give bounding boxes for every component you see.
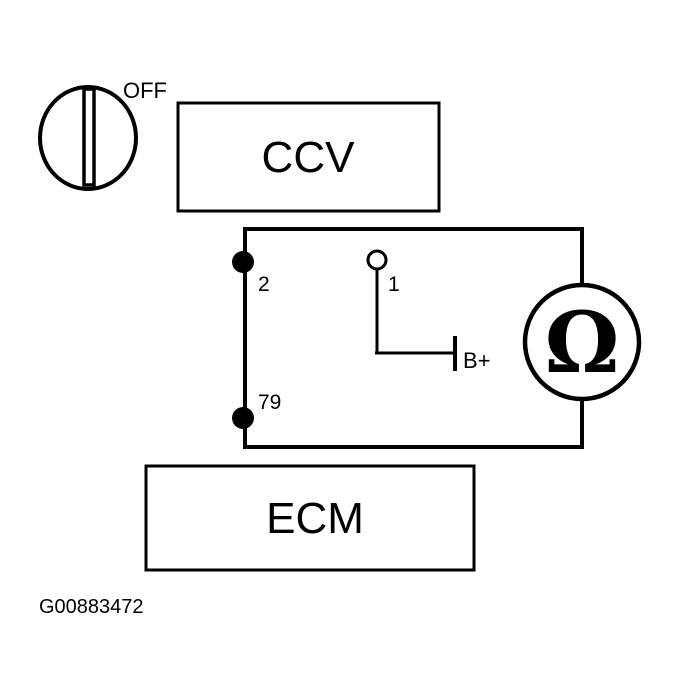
ignition-switch [38,85,138,191]
ohmmeter-icon: Ω [522,282,642,402]
pin-1-terminal [366,249,388,271]
pin-79-terminal [232,407,254,429]
ccv-box [176,101,441,213]
ohmmeter-ring [522,282,642,402]
pin-79-label: 79 [258,391,281,414]
b-plus-label: B+ [463,348,491,373]
pin-1-label: 1 [388,273,400,296]
ignition-switch-dial [38,85,138,191]
figure-reference: G00883472 [39,596,144,618]
pin-2-terminal [232,251,254,273]
pin-2-label: 2 [258,273,270,296]
ignition-switch-key-slot [82,87,96,187]
ecm-box [144,464,476,572]
ecm-label: ECM [266,494,364,543]
ccv-label: CCV [262,133,356,182]
b-plus-circuit [366,249,457,371]
ignition-switch-label: OFF [123,78,167,103]
ohmmeter-symbol: Ω [545,293,620,392]
